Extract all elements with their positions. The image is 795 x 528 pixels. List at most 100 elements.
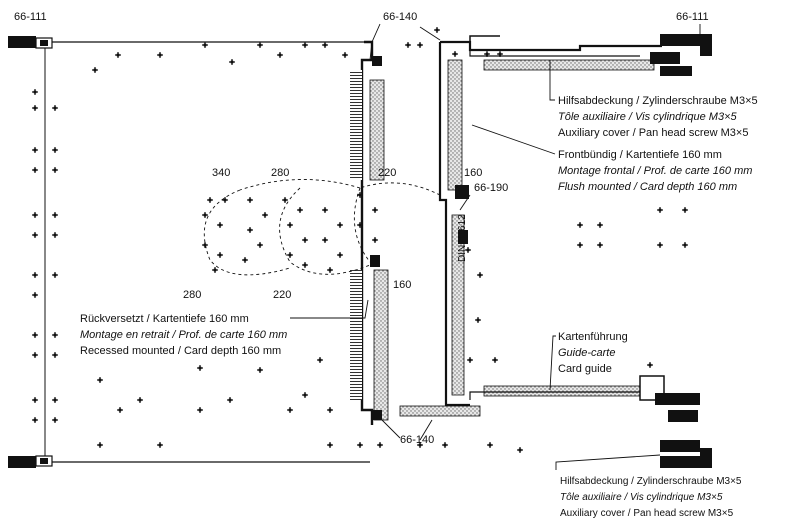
- rivet-dot: [33, 213, 37, 217]
- rivet-dot: [33, 353, 37, 357]
- rivet-dot: [658, 208, 662, 212]
- rivet-dot: [298, 208, 302, 212]
- rivet-dot: [518, 448, 522, 452]
- label-66-190: 66-190: [474, 182, 508, 194]
- rivet-dot: [138, 398, 142, 402]
- rivet-dot: [93, 68, 97, 72]
- rivet-dot: [248, 228, 252, 232]
- rivet-dot: [33, 293, 37, 297]
- rivet-dot: [230, 60, 234, 64]
- rivet-dot: [53, 233, 57, 237]
- rivet-dot: [33, 418, 37, 422]
- rivet-dot: [598, 223, 602, 227]
- rivet-dot: [418, 443, 422, 447]
- rivet-dot: [373, 208, 377, 212]
- rivet-dot: [53, 168, 57, 172]
- rivet-dot: [283, 198, 287, 202]
- rivet-dot: [488, 443, 492, 447]
- rivet-dot: [203, 243, 207, 247]
- rivet-dot: [248, 198, 252, 202]
- rivet-dot: [598, 243, 602, 247]
- rivet-dot: [116, 53, 120, 57]
- rivet-dot: [198, 366, 202, 370]
- recessed-de: Rückversetzt / Kartentiefe 160 mm: [80, 313, 249, 325]
- rivet-dot: [218, 223, 222, 227]
- part-labels: 66-111 66-111 66-140 66-140 66-190: [14, 11, 709, 446]
- rivet-dot: [98, 378, 102, 382]
- aux-top-en: Auxiliary cover / Pan head screw M3×5: [558, 127, 748, 139]
- rivet-dot: [158, 53, 162, 57]
- rivet-dot: [53, 353, 57, 357]
- rivet-dot: [323, 238, 327, 242]
- flush-en: Flush mounted / Card depth 160 mm: [558, 181, 737, 193]
- aux-top-fr: Tôle auxiliaire / Vis cylindrique M3×5: [558, 111, 738, 123]
- rivet-dot: [318, 358, 322, 362]
- rivet-dot: [485, 52, 489, 56]
- rivet-dot: [328, 408, 332, 412]
- rivet-dot: [208, 198, 212, 202]
- mounting-rivets: [32, 27, 688, 453]
- dim-160-lower: 160: [393, 279, 411, 291]
- callout-aux-cover-top: Hilfsabdeckung / Zylinderschraube M3×5 T…: [558, 95, 758, 139]
- rivet-dot: [328, 443, 332, 447]
- rivet-dot: [158, 443, 162, 447]
- flush-de: Frontbündig / Kartentiefe 160 mm: [558, 149, 722, 161]
- flush-fr: Montage frontal / Prof. de carte 160 mm: [558, 165, 752, 177]
- corner-block-top-left: [8, 36, 53, 49]
- label-66-111-right: 66-111: [676, 11, 709, 23]
- aux-bottom-de: Hilfsabdeckung / Zylinderschraube M3×5: [560, 476, 742, 487]
- recessed-fr: Montage en retrait / Prof. de carte 160 …: [80, 329, 287, 341]
- slot-markers: DIN 41612: [457, 214, 468, 262]
- rivet-dot: [378, 443, 382, 447]
- guide-fr: Guide-carte: [558, 347, 615, 359]
- dim-220-upper: 220: [378, 167, 396, 179]
- callout-flush-mounted: Frontbündig / Kartentiefe 160 mm Montage…: [558, 149, 752, 193]
- rivet-dot: [53, 106, 57, 110]
- corner-block-top-right: [660, 34, 712, 56]
- rivet-dot: [373, 238, 377, 242]
- rivet-dot: [343, 53, 347, 57]
- rivet-dot: [258, 368, 262, 372]
- rivet-dot: [476, 318, 480, 322]
- rivet-dot: [418, 43, 422, 47]
- rivet-dot: [303, 43, 307, 47]
- dim-280-upper: 280: [271, 167, 289, 179]
- rivet-dot: [358, 223, 362, 227]
- card-swing-arcs: [203, 179, 441, 276]
- rivet-dot: [53, 418, 57, 422]
- dim-340: 340: [212, 167, 230, 179]
- rivet-dot: [358, 443, 362, 447]
- rivet-dot: [198, 408, 202, 412]
- label-66-111-left: 66-111: [14, 11, 47, 23]
- guide-de: Kartenführung: [558, 331, 628, 343]
- callout-recessed-mounted: Rückversetzt / Kartentiefe 160 mm Montag…: [80, 313, 287, 357]
- guide-en: Card guide: [558, 363, 612, 375]
- dimension-labels: 340 280 220 160 280 220 160: [183, 167, 482, 301]
- rivet-dot: [683, 208, 687, 212]
- rivet-dot: [218, 253, 222, 257]
- rivet-dot: [435, 28, 439, 32]
- rivet-dot: [98, 443, 102, 447]
- rivet-dot: [338, 223, 342, 227]
- rivet-dot: [328, 268, 332, 272]
- callout-card-guide: Kartenführung Guide-carte Card guide: [558, 331, 628, 375]
- rivet-dot: [406, 43, 410, 47]
- rivet-dot: [683, 243, 687, 247]
- rivet-dot: [203, 213, 207, 217]
- rivet-dot: [33, 148, 37, 152]
- aux-top-de: Hilfsabdeckung / Zylinderschraube M3×5: [558, 95, 758, 107]
- flush-backplane: [399, 35, 700, 452]
- rivet-dot: [493, 358, 497, 362]
- rivet-dot: [658, 243, 662, 247]
- rivet-dot: [278, 53, 282, 57]
- rivet-dot: [648, 363, 652, 367]
- rivet-dot: [466, 248, 470, 252]
- rivet-dot: [228, 398, 232, 402]
- rivet-dot: [33, 333, 37, 337]
- rivet-dot: [203, 43, 207, 47]
- rivet-dot: [303, 263, 307, 267]
- rivet-dot: [223, 198, 227, 202]
- dim-220-lower: 220: [273, 289, 291, 301]
- rivet-dot: [53, 333, 57, 337]
